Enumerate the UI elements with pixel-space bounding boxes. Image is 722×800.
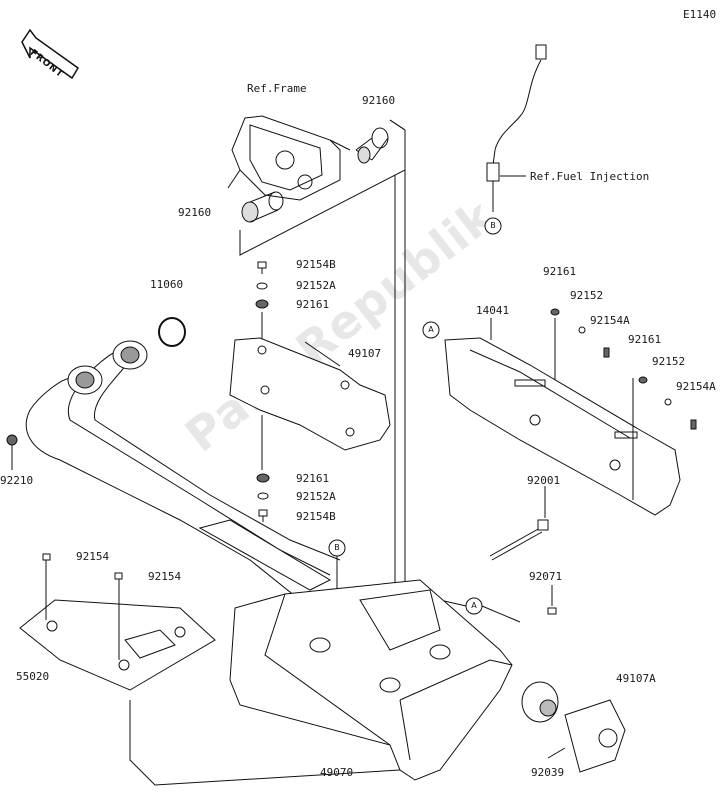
part-label-92154-a: 92154 [76, 550, 110, 563]
front-arrow-icon [21, 28, 79, 80]
exhaust-header-pipes [25, 340, 361, 611]
nut-92210 [6, 434, 18, 446]
marker-b-top-label: B [490, 221, 496, 230]
washer-92152A-top [256, 282, 268, 290]
nut-92161-mid [256, 473, 270, 483]
part-label-92154A-r2: 92154A [676, 380, 716, 393]
cover-55020 [19, 599, 216, 691]
marker-b-pipe-label: B [334, 543, 340, 552]
part-label-92161-r1: 92161 [543, 265, 577, 278]
part-label-92154B-top: 92154B [296, 258, 336, 271]
part-label-92160-left: 92160 [178, 206, 212, 219]
frame-bracket [227, 115, 351, 201]
part-label-92071: 92071 [529, 570, 563, 583]
grommet-left [241, 191, 284, 223]
part-label-92152A-top: 92152A [296, 279, 336, 292]
bolt-92154B-mid [258, 509, 268, 522]
part-label-92160-top: 92160 [362, 94, 396, 107]
marker-a-muffler-label: A [471, 601, 477, 610]
part-label-92039: 92039 [531, 766, 565, 779]
nut-92161-top [255, 299, 269, 309]
marker-b-top [484, 217, 502, 235]
part-label-49107A: 49107A [616, 672, 656, 685]
washer-92152A-mid [257, 492, 269, 500]
part-label-14041: 14041 [476, 304, 510, 317]
part-label-55020: 55020 [16, 670, 50, 683]
part-label-92152A-mid: 92152A [296, 490, 336, 503]
heat-shield-14041 [444, 337, 681, 516]
ref-frame-label: Ref.Frame [247, 82, 307, 95]
clip-92071 [547, 607, 557, 615]
part-label-92001: 92001 [527, 474, 561, 487]
part-label-92154B-mid: 92154B [296, 510, 336, 523]
bolt-92154-a [42, 553, 51, 620]
part-label-92152-r2: 92152 [652, 355, 686, 368]
muffler-49070 [229, 579, 513, 781]
part-label-92161-mid: 92161 [296, 472, 330, 485]
diagram-code: E1140 [683, 8, 717, 21]
part-label-92161-r2: 92161 [628, 333, 662, 346]
part-label-92161-top: 92161 [296, 298, 330, 311]
grommet-top [355, 127, 389, 164]
part-label-49070: 49070 [320, 766, 354, 779]
bolt-92154B-top [257, 261, 267, 274]
heat-shield-49107 [229, 337, 391, 451]
part-label-92152-r1: 92152 [570, 289, 604, 302]
part-label-92210: 92210 [0, 474, 34, 487]
ref-fuel-injection-label: Ref.Fuel Injection [530, 170, 650, 183]
marker-a-shield-label: A [428, 325, 434, 334]
oxygen-sensor [486, 44, 547, 212]
part-label-92154A-r1: 92154A [590, 314, 630, 327]
marker-a-shield [422, 321, 440, 339]
gasket-11060 [158, 317, 186, 347]
part-label-92154-b: 92154 [148, 570, 182, 583]
part-label-49107: 49107 [348, 347, 382, 360]
part-label-11060: 11060 [150, 278, 184, 291]
bolt-92001 [489, 519, 549, 561]
end-cap-49107A [521, 681, 626, 773]
bolt-92154-b [114, 572, 123, 660]
